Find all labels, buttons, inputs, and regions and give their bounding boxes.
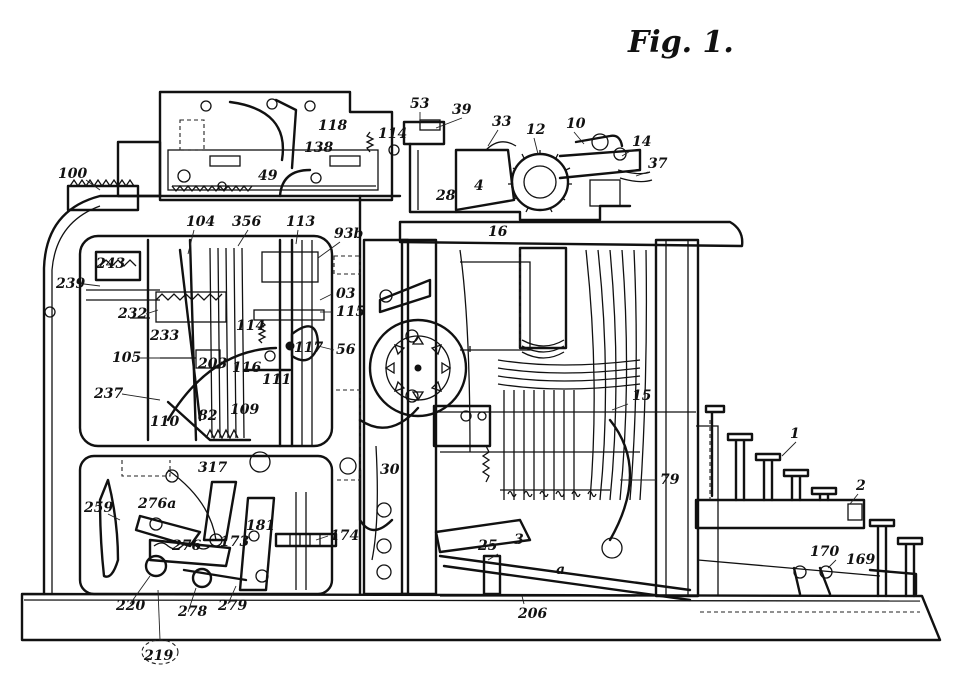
label-116: 116	[232, 360, 261, 376]
label-276a: 276a	[137, 496, 176, 512]
label-03: 03	[336, 286, 356, 302]
label-33: 33	[492, 114, 512, 130]
leader-lines	[83, 112, 859, 641]
label-138: 138	[304, 140, 333, 156]
carriage	[402, 119, 653, 222]
label-30: 30	[380, 462, 400, 478]
top-housing	[116, 90, 400, 202]
label-10: 10	[566, 116, 586, 132]
label-276: 276	[171, 538, 201, 554]
base-plate	[20, 592, 942, 642]
label-356: 356	[232, 214, 261, 230]
label-2: 2	[855, 478, 866, 494]
center-shaft-assembly	[242, 238, 361, 448]
label-15: 15	[632, 388, 651, 404]
label-16: 16	[488, 224, 508, 240]
figure-title: Fig. 1.	[627, 25, 734, 60]
label-243: 243	[95, 256, 125, 272]
typebar-basket	[398, 220, 744, 598]
label-237: 237	[93, 386, 123, 402]
label-232: 232	[117, 306, 147, 322]
label-79: 79	[660, 472, 680, 488]
label-56: 56	[336, 342, 356, 358]
label-105: 105	[112, 350, 141, 366]
label-115: 115	[336, 304, 365, 320]
rack-100	[66, 178, 140, 212]
label-173: 173	[220, 534, 249, 550]
lower-linkage	[434, 518, 918, 602]
label-109: 109	[230, 402, 259, 418]
label-174: 174	[330, 528, 359, 544]
label-104: 104	[186, 214, 215, 230]
label-113: 113	[286, 214, 315, 230]
label-117: 117	[294, 340, 323, 356]
label-206: 206	[517, 606, 547, 622]
label-a: a	[556, 562, 565, 578]
label-170: 170	[810, 544, 839, 560]
label-181: 181	[246, 518, 275, 534]
keyboard	[694, 404, 924, 598]
label-203: 203	[197, 356, 227, 372]
label-53: 53	[410, 96, 430, 112]
label-28: 28	[435, 188, 456, 204]
label-82: 82	[198, 408, 218, 424]
label-118: 118	[318, 118, 347, 134]
lower-left-mechanism	[98, 460, 338, 665]
label-233: 233	[149, 328, 179, 344]
label-12: 12	[526, 122, 546, 138]
label-4: 4	[474, 178, 484, 194]
label-114-upper: 114	[378, 126, 407, 142]
label-220: 220	[115, 598, 145, 614]
label-279: 279	[217, 598, 247, 614]
label-14: 14	[632, 134, 651, 150]
label-49: 49	[258, 168, 278, 184]
label-37: 37	[648, 156, 668, 172]
label-39: 39	[452, 102, 472, 118]
label-259: 259	[83, 500, 113, 516]
label-169: 169	[846, 552, 875, 568]
label-93b: 93b	[334, 226, 363, 242]
label-1: 1	[790, 426, 800, 442]
label-239: 239	[55, 276, 85, 292]
label-3: 3	[514, 532, 524, 548]
label-110: 110	[150, 414, 179, 430]
left-upper-mechanism	[86, 238, 278, 442]
label-278: 278	[177, 604, 207, 620]
label-114-lower: 114	[236, 318, 265, 334]
label-317: 317	[198, 460, 227, 476]
label-111: 111	[262, 372, 291, 388]
central-column	[249, 238, 492, 596]
label-25: 25	[477, 538, 497, 554]
label-100: 100	[58, 166, 87, 182]
label-219: 219	[143, 648, 173, 664]
reference-labels: 100 104 356 113 93b 243 239 232 233 105 …	[55, 96, 875, 664]
